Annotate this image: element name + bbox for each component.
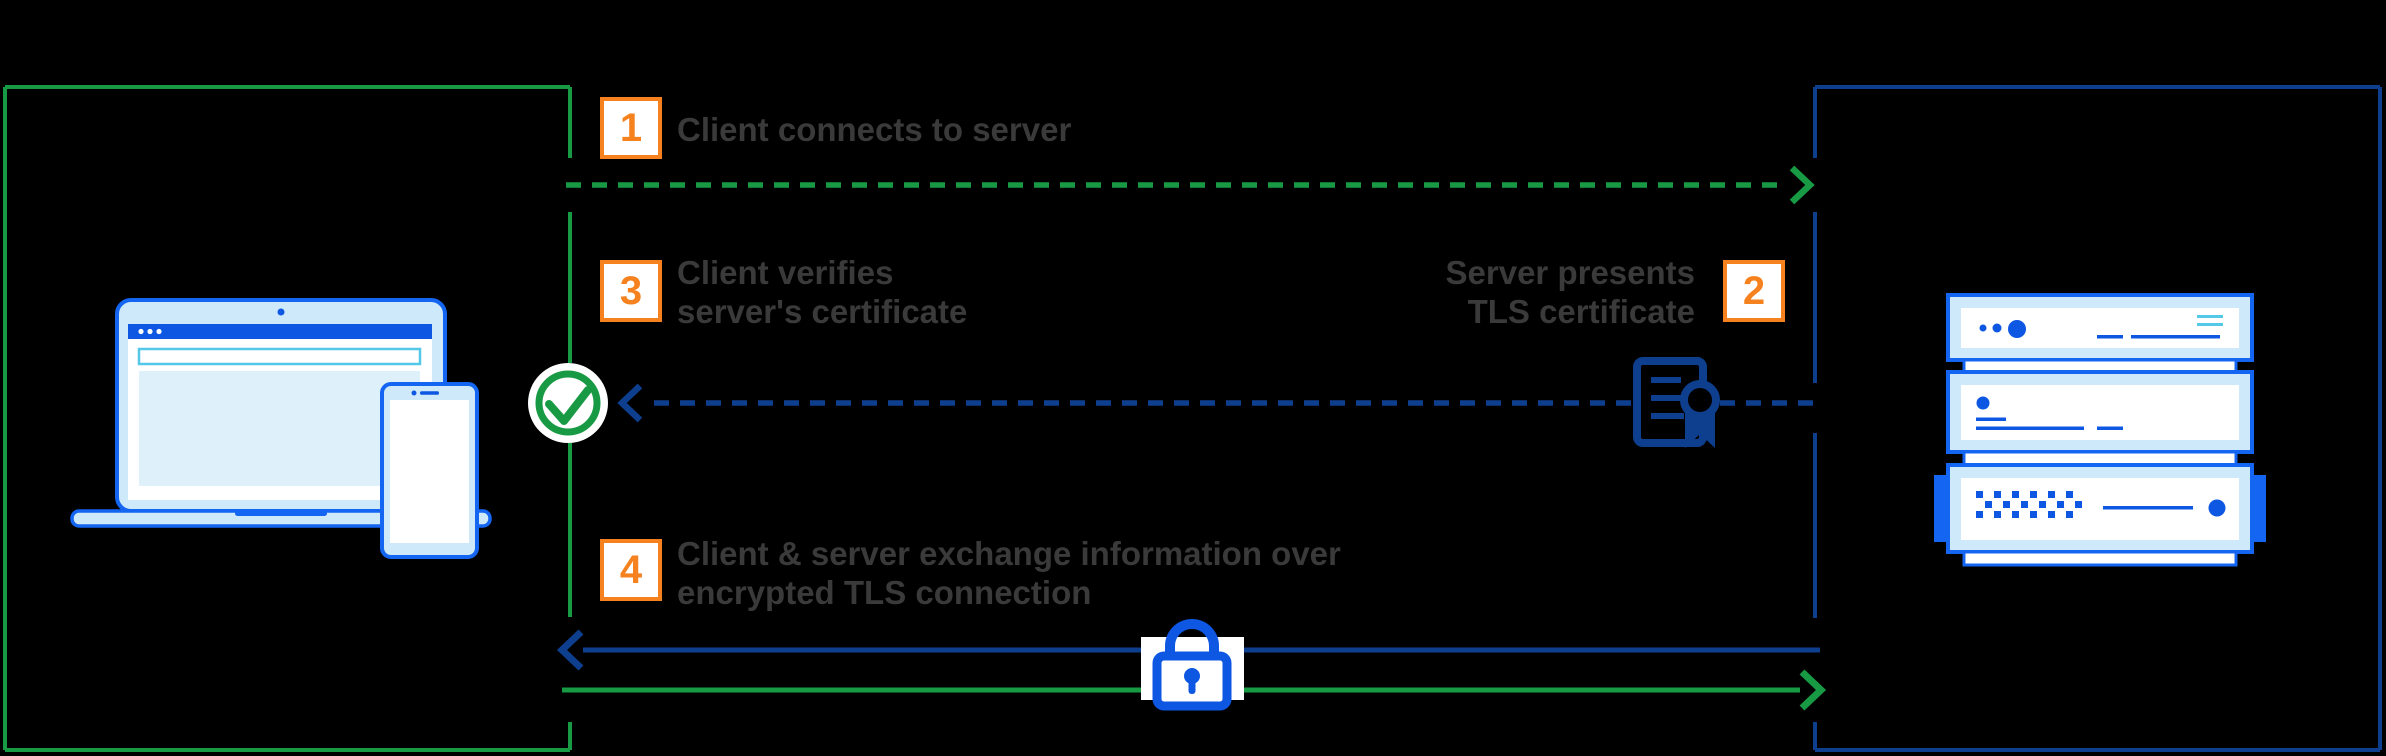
server-unit-panel — [1961, 478, 2239, 540]
phone-illustration — [380, 382, 479, 559]
server-unit-panel — [1961, 385, 2239, 440]
server-detail-line — [1976, 426, 2084, 430]
browser-dot — [138, 328, 144, 335]
step2-label: Server presents TLS certificate — [1445, 254, 1695, 330]
laptop-base-notch — [235, 511, 327, 516]
server-button — [1976, 396, 1990, 410]
step1-arrow-client-to-server — [566, 165, 1815, 205]
phone-screen — [390, 400, 469, 543]
padlock-keyhole — [1184, 668, 1200, 684]
server-cyan-line — [2197, 323, 2223, 326]
server-detail-line — [1976, 417, 2006, 421]
step3-badge: 3 — [600, 260, 662, 322]
step4-number: 4 — [619, 547, 643, 592]
step4-blue-arrowhead — [556, 629, 584, 671]
padlock-shackle — [1165, 619, 1219, 658]
check-circle-icon — [528, 363, 608, 443]
server-detail-line — [2097, 426, 2123, 430]
server-stack-illustration — [1934, 293, 2266, 567]
step3-number: 3 — [619, 268, 643, 313]
tls-certificate-icon — [1633, 357, 1720, 448]
certificate-seal — [1680, 380, 1720, 420]
step4-label: Client & server exchange information ove… — [677, 535, 1341, 611]
server-detail-line — [2131, 335, 2220, 339]
step1-label: Client connects to server — [677, 111, 1072, 148]
server-led — [1979, 324, 1987, 332]
browser-dot — [156, 328, 162, 335]
padlock-icon — [1141, 619, 1244, 711]
server-detail-line — [2103, 506, 2193, 510]
browser-url-bar — [137, 347, 422, 366]
laptop-and-phone-illustration — [70, 298, 492, 559]
server-vent-grid — [1976, 491, 2082, 518]
server-unit-panel — [1961, 308, 2239, 348]
server-led — [1992, 323, 2002, 333]
server-button — [2208, 499, 2226, 517]
server-cyan-line — [2197, 315, 2223, 318]
client-box — [3, 85, 572, 752]
browser-chrome-bar — [128, 324, 432, 339]
laptop-camera-dot — [277, 308, 285, 316]
server-box — [1813, 85, 2382, 752]
step1-badge: 1 — [600, 97, 662, 159]
step1-number: 1 — [619, 105, 643, 150]
check-mark — [545, 386, 592, 425]
phone-speaker — [420, 391, 439, 395]
step2-arrow-server-to-client — [617, 383, 1813, 423]
step1-arrowhead — [1789, 165, 1815, 205]
phone-camera-dot — [411, 390, 417, 396]
padlock-keyhole-stem — [1188, 678, 1196, 694]
check-circle-ring — [535, 370, 601, 436]
laptop-illustration — [70, 298, 492, 528]
server-foot — [1962, 550, 2238, 567]
step2-number: 2 — [1742, 268, 1766, 313]
step4-green-arrowhead — [1799, 669, 1827, 711]
step4-badge: 4 — [600, 539, 662, 601]
server-detail-line — [2097, 335, 2123, 339]
server-button — [2008, 320, 2026, 338]
step2-badge: 2 — [1723, 260, 1785, 322]
step2-arrowhead — [617, 383, 643, 423]
browser-content-area — [139, 371, 420, 486]
step3-label: Client verifies server's certificate — [677, 254, 968, 330]
browser-dot — [147, 328, 153, 335]
